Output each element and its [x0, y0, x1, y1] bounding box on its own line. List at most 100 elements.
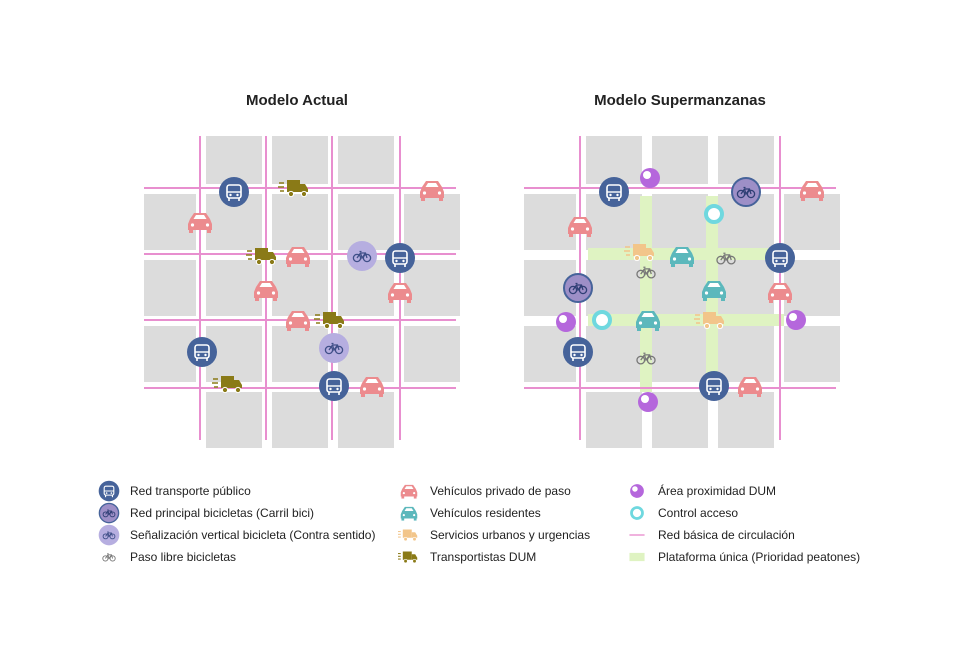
dum-area-icon	[556, 312, 576, 332]
city-block	[718, 136, 774, 184]
city-block	[144, 194, 196, 250]
city-block	[404, 260, 460, 316]
legend-item-car-private: Vehículos privado de paso	[398, 480, 590, 502]
dum-area-icon	[638, 392, 658, 412]
service-truck-icon	[624, 244, 654, 262]
access-control-icon	[704, 204, 724, 224]
bike-free-icon	[636, 352, 656, 365]
legend-item-platform: Plataforma única (Prioridad peatones)	[626, 546, 860, 568]
city-block	[718, 392, 774, 448]
legend-label: Vehículos privado de paso	[430, 484, 571, 498]
dum-area-icon	[640, 168, 660, 188]
car-private-icon	[568, 217, 592, 237]
legend-item-bus: Red transporte público	[98, 480, 375, 502]
platform-icon	[626, 546, 648, 568]
legend-item-bike-free: Paso libre bicicletas	[98, 546, 375, 568]
map-modelo-actual	[144, 136, 460, 448]
legend-item-street-line: Red básica de circulación	[626, 524, 860, 546]
city-block	[404, 326, 460, 382]
city-block	[784, 260, 840, 316]
legend-label: Área proximidad DUM	[658, 484, 777, 498]
city-block	[652, 136, 708, 184]
bus-icon	[563, 337, 593, 367]
bus-icon	[98, 480, 120, 502]
legend-label: Red principal bicicletas (Carril bici)	[130, 506, 315, 520]
city-block	[652, 392, 708, 448]
city-block	[272, 136, 328, 184]
pedestrian-platform	[588, 314, 784, 326]
title-modelo-supermanzanas: Modelo Supermanzanas	[594, 92, 766, 109]
legend-item-delivery-truck: Transportistas DUM	[398, 546, 590, 568]
bike-lane-icon	[731, 177, 761, 207]
legend-label: Control acceso	[658, 506, 739, 520]
city-block	[272, 194, 328, 250]
city-block	[652, 326, 708, 382]
city-block	[206, 392, 262, 448]
car-private-icon	[800, 181, 824, 201]
legend-label: Servicios urbanos y urgencias	[430, 528, 591, 542]
bike-lane-icon	[98, 502, 120, 524]
legend-label: Plataforma única (Prioridad peatones)	[658, 550, 861, 564]
bike-free-icon	[98, 546, 120, 568]
street-line-icon	[626, 524, 648, 546]
legend-item-car-resident: Vehículos residentes	[398, 502, 590, 524]
city-block	[404, 194, 460, 250]
legend-label: Vehículos residentes	[430, 506, 541, 520]
legend-label: Paso libre bicicletas	[130, 550, 237, 564]
city-block	[272, 260, 328, 316]
city-block	[272, 392, 328, 448]
title-modelo-actual: Modelo Actual	[246, 92, 348, 109]
service-truck-icon	[694, 312, 724, 330]
car-private-icon	[768, 283, 792, 303]
city-block	[338, 392, 394, 448]
car-resident-icon	[636, 311, 660, 331]
legend-label: Red transporte público	[130, 484, 251, 498]
bus-icon	[385, 243, 415, 273]
city-block	[586, 326, 642, 382]
pedestrian-platform	[640, 196, 652, 392]
service-truck-icon	[398, 524, 420, 546]
bus-icon	[319, 371, 349, 401]
city-block	[338, 136, 394, 184]
bike-free-icon	[636, 266, 656, 279]
city-block	[524, 194, 576, 250]
bus-icon	[699, 371, 729, 401]
city-block	[586, 392, 642, 448]
dum-area-icon	[626, 480, 648, 502]
legend-label: Transportistas DUM	[430, 550, 537, 564]
bike-signal-icon	[347, 241, 377, 271]
dum-area-icon	[786, 310, 806, 330]
delivery-truck-icon	[278, 180, 308, 198]
bike-signal-icon	[319, 333, 349, 363]
delivery-truck-icon	[212, 376, 242, 394]
legend-item-service-truck: Servicios urbanos y urgencias	[398, 524, 590, 546]
legend-label: Red básica de circulación	[658, 528, 795, 542]
map-modelo-supermanzanas	[524, 136, 840, 448]
city-block	[272, 326, 328, 382]
city-block	[206, 260, 262, 316]
bus-icon	[187, 337, 217, 367]
car-private-icon	[286, 311, 310, 331]
bike-signal-icon	[98, 524, 120, 546]
car-private-icon	[738, 377, 762, 397]
city-block	[718, 260, 774, 316]
legend-label: Señalización vertical bicicleta (Contra …	[130, 528, 376, 542]
car-private-icon	[420, 181, 444, 201]
car-private-icon	[398, 480, 420, 502]
city-block	[784, 194, 840, 250]
delivery-truck-icon	[246, 248, 276, 266]
legend-item-bike-lane: Red principal bicicletas (Carril bici)	[98, 502, 375, 524]
city-block	[586, 136, 642, 184]
bus-icon	[599, 177, 629, 207]
car-private-icon	[388, 283, 412, 303]
legend-item-dum-area: Área proximidad DUM	[626, 480, 860, 502]
city-block	[652, 260, 708, 316]
access-control-icon	[592, 310, 612, 330]
city-block	[784, 326, 840, 382]
car-private-icon	[286, 247, 310, 267]
city-block	[206, 136, 262, 184]
city-block	[338, 194, 394, 250]
